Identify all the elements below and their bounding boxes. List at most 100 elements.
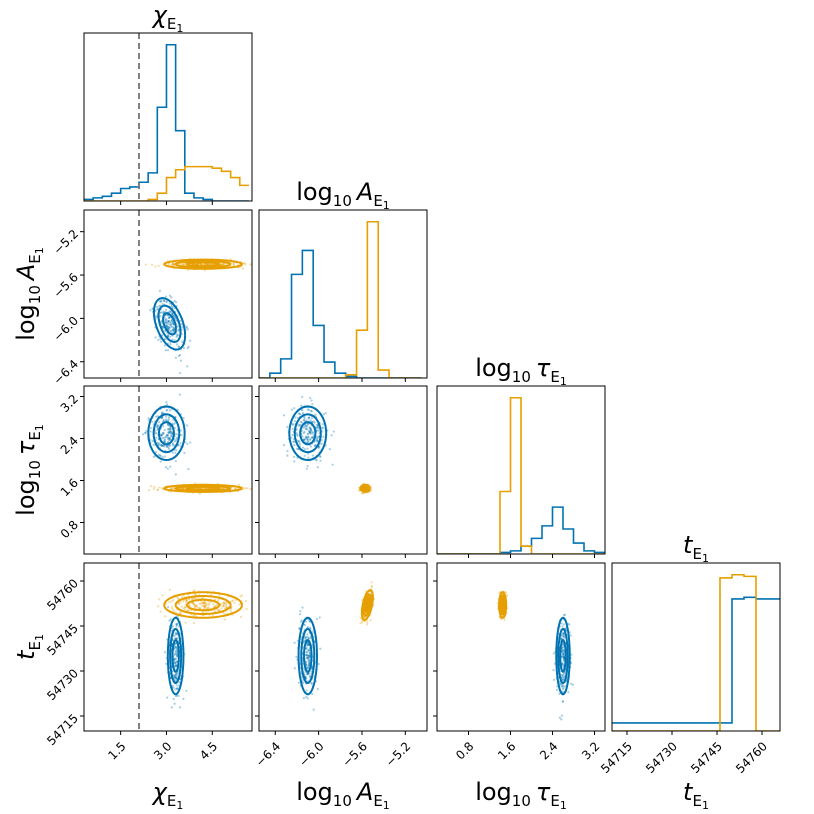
sample-point	[562, 656, 565, 659]
sample-point	[167, 419, 170, 422]
sample-point	[305, 436, 309, 439]
sample-point	[295, 432, 298, 435]
sample-point	[561, 700, 565, 703]
sample-point	[158, 442, 161, 445]
sample-point	[308, 660, 311, 663]
label-subscript-index: 1	[33, 424, 46, 431]
sample-point	[188, 604, 191, 607]
sample-point	[308, 655, 311, 658]
sample-point	[192, 603, 196, 606]
sample-point	[173, 657, 176, 660]
sample-point	[560, 622, 563, 625]
panel-content	[157, 588, 248, 709]
sample-point	[359, 622, 362, 625]
sample-point	[561, 685, 565, 688]
sample-point	[561, 661, 564, 665]
sample-point	[172, 264, 176, 267]
sample-point	[561, 674, 564, 677]
sample-point	[316, 687, 319, 691]
sample-point	[221, 487, 224, 490]
sample-point	[307, 664, 310, 667]
sample-point	[168, 427, 171, 430]
sample-point	[304, 620, 308, 623]
sample-point	[188, 598, 191, 601]
sample-point	[562, 678, 565, 681]
sample-point	[169, 435, 173, 438]
sample-point	[320, 438, 323, 442]
sample-point	[292, 440, 295, 443]
sample-point	[150, 484, 153, 488]
sample-point	[203, 604, 206, 607]
sample-point	[168, 437, 171, 440]
sample-point	[316, 466, 319, 469]
sample-point	[192, 602, 195, 605]
sample-point	[306, 667, 309, 670]
sample-point	[564, 684, 567, 688]
sample-point	[184, 605, 187, 609]
sample-point	[307, 643, 310, 646]
sample-point	[562, 635, 566, 638]
sample-point	[239, 595, 242, 598]
sample-point	[187, 468, 190, 471]
sample-point	[569, 634, 572, 637]
sample-point	[176, 687, 179, 690]
sample-point	[169, 430, 172, 433]
sample-point	[175, 623, 178, 626]
sample-point	[167, 316, 171, 319]
sample-point	[169, 343, 172, 346]
sample-point	[563, 672, 566, 675]
sample-point	[318, 445, 321, 448]
sample-point	[171, 625, 175, 628]
sample-point	[204, 604, 207, 607]
contour-level-0	[186, 598, 221, 612]
sample-point	[301, 446, 305, 449]
sample-point	[173, 657, 176, 661]
sample-point	[159, 340, 163, 343]
sample-point	[561, 663, 565, 666]
sample-point	[158, 300, 161, 303]
sample-point	[306, 625, 309, 629]
sample-point	[562, 655, 565, 658]
sample-point	[293, 407, 296, 410]
sample-point	[168, 428, 171, 431]
sample-point	[177, 597, 180, 600]
sample-point	[174, 645, 177, 649]
sample-point	[317, 427, 320, 430]
sample-point	[171, 451, 174, 454]
sample-point	[153, 485, 156, 489]
sample-point	[167, 446, 170, 449]
sample-point	[221, 263, 224, 266]
sample-point	[308, 416, 311, 419]
sample-point	[310, 410, 313, 413]
sample-point	[193, 603, 196, 606]
sample-point	[171, 262, 174, 265]
sample-point	[175, 622, 178, 626]
contour-level-2	[555, 616, 571, 696]
sample-point	[160, 322, 163, 325]
sample-point	[196, 606, 199, 609]
diagonal-panel-3	[611, 562, 781, 735]
axis-label: log10AE1	[12, 247, 46, 341]
sample-point	[186, 328, 190, 331]
sample-point	[324, 412, 327, 415]
panel-frame	[258, 385, 428, 555]
sample-point	[302, 419, 305, 422]
sample-point	[156, 426, 159, 429]
sample-point	[174, 688, 177, 691]
sample-point	[169, 323, 172, 326]
sample-point	[309, 431, 312, 434]
sample-point	[165, 324, 168, 328]
sample-point	[303, 416, 306, 419]
label-subscript-index: 1	[176, 799, 183, 812]
sample-point	[306, 447, 309, 450]
sample-point	[159, 304, 162, 307]
sample-point	[218, 608, 221, 612]
sample-point	[165, 433, 168, 437]
label-symbol: τ	[536, 778, 551, 806]
sample-point	[305, 647, 308, 650]
sample-point	[310, 417, 314, 420]
sample-point	[174, 451, 177, 454]
sample-point	[173, 422, 176, 425]
sample-point	[307, 672, 311, 675]
sample-point	[366, 601, 369, 605]
